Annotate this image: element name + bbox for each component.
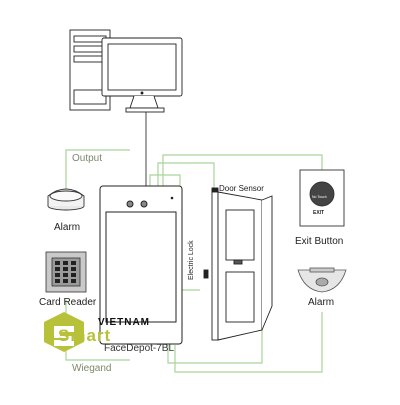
watermark-logo bbox=[44, 312, 84, 352]
alarm-icon bbox=[47, 188, 85, 211]
wire-output bbox=[65, 149, 130, 190]
watermark-top-text: VIETNAM bbox=[98, 317, 150, 328]
door-sensor-label: Door Sensor bbox=[219, 184, 264, 193]
no-touch-text: No Touch bbox=[312, 195, 327, 199]
exit-button-label: Exit Button bbox=[295, 236, 344, 247]
alarm-left-label: Alarm bbox=[54, 222, 81, 233]
wire-alarm-right bbox=[174, 312, 323, 373]
watermark-main-text: Smart bbox=[58, 326, 112, 345]
exit-text: EXIT bbox=[313, 210, 325, 216]
computer-icon bbox=[69, 29, 183, 113]
alarm-right-label: Alarm bbox=[308, 297, 335, 308]
exit-button-icon bbox=[299, 169, 345, 227]
electric-lock-label: Electric Lock bbox=[188, 240, 195, 280]
wires bbox=[65, 110, 323, 373]
wire-lower bbox=[167, 300, 263, 364]
siren-alarm-icon bbox=[297, 267, 347, 293]
wiegand-label: Wiegand bbox=[72, 363, 112, 374]
output-label: Output bbox=[72, 153, 103, 164]
card-reader-label: Card Reader bbox=[39, 297, 97, 308]
face-terminal-icon bbox=[99, 185, 183, 345]
card-reader-icon bbox=[45, 251, 87, 293]
wire-lock bbox=[149, 174, 200, 291]
wire-exit-button bbox=[162, 154, 323, 186]
door-icon bbox=[203, 187, 273, 341]
device-model-label: FaceDepot-7BL bbox=[104, 343, 175, 354]
